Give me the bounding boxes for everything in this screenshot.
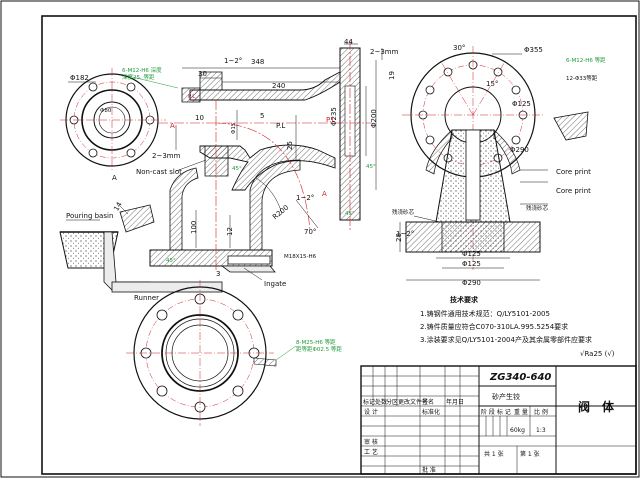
note-thread-top-2: 深度25, 等距 bbox=[122, 73, 155, 81]
label-ingate: Ingate bbox=[264, 280, 286, 288]
dim-draft-mid: 1~2° bbox=[296, 194, 314, 202]
requirement-2: 2.铸件质量应符合C070-310LA.995.5254要求 bbox=[420, 322, 568, 331]
dim-draft-right: 1~2° bbox=[396, 230, 414, 238]
dim-draft-top: 1~2° bbox=[224, 57, 242, 65]
dim-d290-top: Φ290 bbox=[510, 146, 529, 154]
title-block-text: ZG340-640 砂产生铰 阀 体 标记 处数 分区 更改文件号 签名 年月日… bbox=[363, 372, 615, 474]
dim-12: 12 bbox=[226, 227, 234, 236]
label-pour-core: 残浇砂芯 bbox=[392, 208, 415, 216]
tb-date: 年月日 bbox=[446, 398, 464, 406]
tb-doc: 更改文件号 bbox=[398, 398, 428, 406]
dim-d182: Φ182 bbox=[70, 74, 89, 82]
right-flange-view: 30° Φ355 15° Φ125 Φ290 6-M12-H6 等距 12-Φ3… bbox=[392, 44, 606, 287]
label-pl-center: P.L bbox=[276, 122, 285, 130]
dim-d115-inner: Φ80 bbox=[100, 108, 112, 114]
label-non-cast-slot: Non-cast slot bbox=[136, 168, 182, 176]
tb-standard: 标准化 bbox=[422, 408, 440, 416]
tb-craft: 工 艺 bbox=[364, 448, 378, 456]
angle-45-c: 45° bbox=[345, 211, 355, 217]
angle-45-d: 45° bbox=[166, 258, 176, 264]
dim-5: 5 bbox=[260, 112, 264, 120]
note-thread-top: 6-M12-H6 深度 bbox=[122, 66, 162, 74]
tb-sheet-no: 第 1 张 bbox=[520, 450, 540, 458]
main-section-view: 30 348 240 10 Φ15 5 25 Φ235 Φ200 44 19 1… bbox=[59, 38, 399, 302]
tb-design: 设 计 bbox=[364, 408, 378, 416]
requirement-3: 3.涂装要求见Q/LY5101-2004产及其余属零部件应要求 bbox=[420, 335, 592, 344]
requirement-1: 1.铸钢件通用技术规范：Q/LY5101-2005 bbox=[420, 309, 550, 318]
dim-d15: Φ15 bbox=[231, 122, 237, 134]
note-bottom-thread: 8-M25-H6 等距 bbox=[296, 338, 336, 346]
dim-20: 20 bbox=[395, 233, 403, 242]
dim-30: 30 bbox=[198, 70, 207, 78]
dim-100: 100 bbox=[190, 221, 198, 234]
requirements-title: 技术要求 bbox=[450, 295, 479, 304]
note-thread-bottom: M18X15-H6 bbox=[284, 254, 317, 260]
dim-r200: R200 bbox=[271, 203, 290, 221]
tb-zone: 分区 bbox=[386, 398, 398, 406]
dim-348: 348 bbox=[251, 58, 264, 66]
tb-col-weight: 重 量 bbox=[514, 408, 528, 416]
label-pl-right: P.L bbox=[326, 116, 335, 124]
tb-sheets: 共 1 张 bbox=[484, 450, 504, 458]
dim-30deg: 30° bbox=[453, 44, 465, 52]
tb-scale: 1:3 bbox=[536, 427, 546, 434]
technical-requirements: 技术要求 1.铸钢件通用技术规范：Q/LY5101-2005 2.铸件质量应符合… bbox=[420, 295, 615, 358]
tb-mark: 标记 bbox=[363, 398, 375, 406]
dim-15deg: 15° bbox=[486, 80, 498, 88]
dim-19: 19 bbox=[388, 71, 396, 80]
dim-240: 240 bbox=[272, 82, 285, 90]
material-grade: ZG340-640 bbox=[489, 372, 551, 383]
label-runner: Runner bbox=[134, 294, 159, 302]
label-pl-top: P.L bbox=[188, 94, 196, 100]
tb-sign: 签名 bbox=[422, 398, 434, 406]
dim-70: 70° bbox=[304, 228, 316, 236]
note-right-holes: 12-Φ33等距 bbox=[566, 74, 598, 82]
label-a-side: A bbox=[112, 174, 117, 182]
dim-d125-top: Φ125 bbox=[512, 100, 531, 108]
dim-d290-bot: Φ290 bbox=[462, 279, 481, 287]
dim-d125-mid: Φ125 bbox=[462, 250, 481, 258]
dim-14: 14 bbox=[112, 200, 124, 212]
dim-10: 10 bbox=[195, 114, 204, 122]
drawing-frame bbox=[41, 15, 637, 475]
tb-review: 审 核 bbox=[364, 438, 378, 446]
dim-d355: Φ355 bbox=[524, 46, 543, 54]
dim-d235: Φ235 bbox=[330, 107, 338, 126]
tb-count: 处数 bbox=[375, 398, 387, 406]
label-section-a-right: A bbox=[322, 190, 327, 198]
side-flange-view: Φ182 Φ80 A bbox=[60, 68, 166, 182]
dim-25: 25 bbox=[286, 141, 294, 150]
tb-weight: 60kg bbox=[510, 427, 525, 434]
dim-2-3mm-left: 2~3mm bbox=[152, 152, 181, 160]
dim-d125-bot: Φ125 bbox=[462, 260, 481, 268]
title-block bbox=[360, 365, 637, 475]
note-right-thread: 6-M12-H6 等距 bbox=[566, 56, 606, 64]
label-pouring-basin: Pouring basin bbox=[66, 212, 113, 220]
part-name: 阀 体 bbox=[578, 399, 615, 414]
label-core-print-2: Core print bbox=[556, 187, 591, 195]
dim-2-3mm-top: 2~3mm bbox=[370, 48, 399, 56]
bottom-flange-view: 8-M25-H6 等距 距等距Φ02.5 等距 bbox=[126, 280, 342, 426]
surface-roughness: √Ra25 (√) bbox=[580, 350, 615, 358]
angle-45-a: 45° bbox=[232, 166, 242, 172]
label-core-print-1: Core print bbox=[556, 168, 591, 176]
dim-44: 44 bbox=[344, 38, 353, 46]
tb-col-stage: 阶 段 标 记 bbox=[481, 408, 511, 416]
tb-approve: 批 准 bbox=[422, 466, 436, 474]
dim-d200: Φ200 bbox=[370, 109, 378, 128]
tb-col-scale: 比 例 bbox=[534, 408, 548, 416]
process-name: 砂产生铰 bbox=[492, 392, 520, 401]
label-section-a-left: A bbox=[170, 122, 175, 130]
label-num-3: 3 bbox=[216, 270, 220, 278]
note-bottom-thread-2: 距等距Φ02.5 等距 bbox=[296, 345, 342, 353]
angle-45-b: 45° bbox=[366, 164, 376, 170]
label-sand-core: 残浇砂芯 bbox=[526, 204, 549, 212]
